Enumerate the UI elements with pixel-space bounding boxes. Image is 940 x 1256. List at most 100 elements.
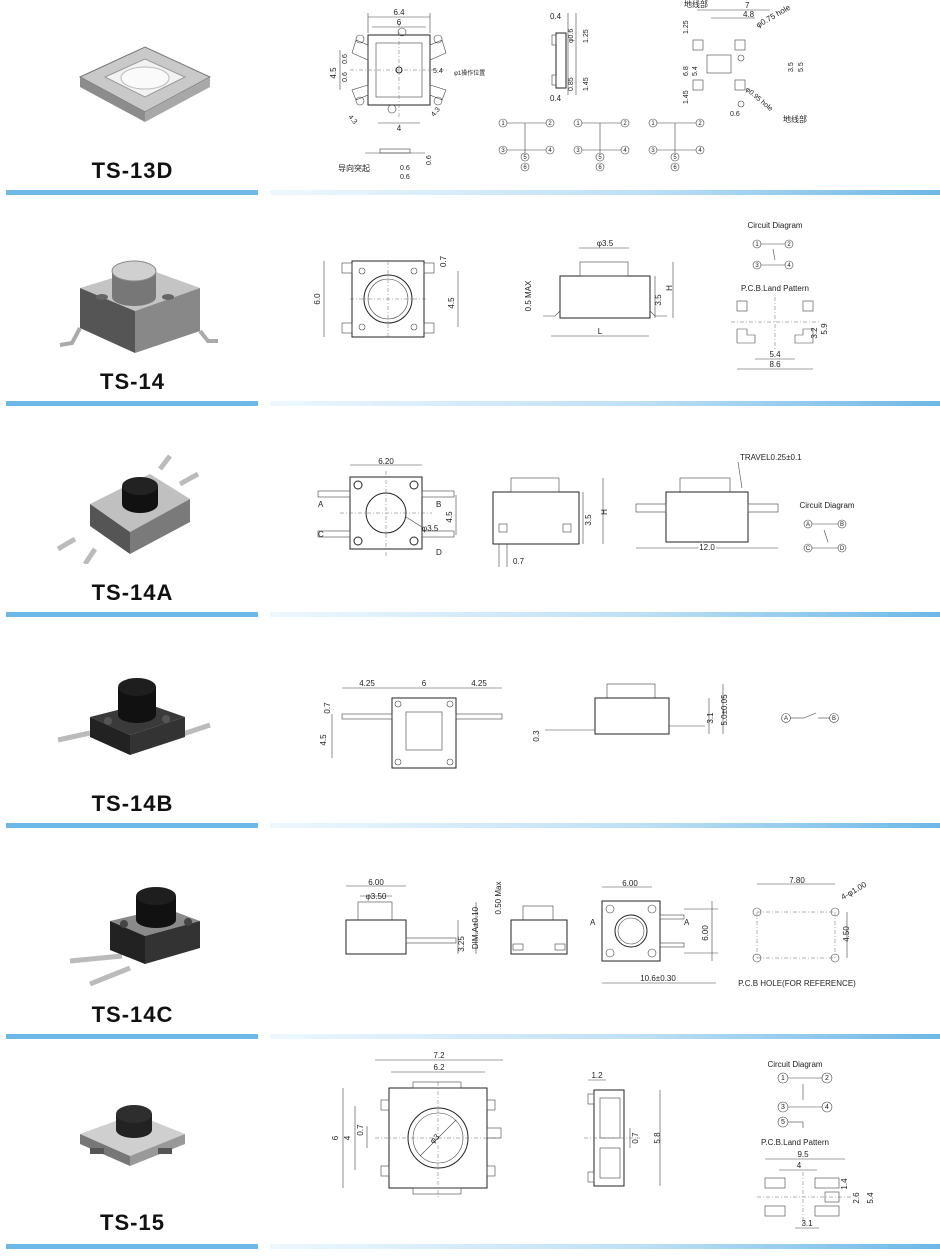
drawing-top-view: 6.4 6 4 4.5 0.6 0.6 5.4 φ1操作位置 4.3 4.3 导… bbox=[329, 8, 485, 181]
dim-label: 4.5 bbox=[447, 297, 456, 309]
dim-label: φ3.5 bbox=[422, 524, 439, 533]
pin-label: C bbox=[806, 546, 811, 552]
divider-left bbox=[6, 190, 258, 195]
drawing-top-view: 7.2 6.2 φ3 6 4 0.7 bbox=[331, 1051, 503, 1198]
product-row-ts14c: TS-14C 6.00 φ3.50 3.25 DIM.A±0.10 0.50 M… bbox=[0, 844, 940, 1054]
drawing-top-view: 4.25 6 4.25 0.7 4.5 bbox=[319, 679, 503, 769]
drawing-top-view: 6.0 0.7 4.5 bbox=[313, 255, 459, 338]
dim-label: 6.00 bbox=[622, 879, 638, 888]
dim-label: 0.6 bbox=[426, 155, 433, 165]
dim-label: 0.6 bbox=[400, 174, 410, 181]
divider-right bbox=[270, 823, 940, 828]
dim-label: 0.6 bbox=[730, 111, 740, 118]
switch-photo-ts14 bbox=[59, 260, 218, 353]
model-name: TS-13D bbox=[91, 158, 174, 183]
note-label: 地线部 bbox=[783, 114, 807, 124]
pin-label: 6 bbox=[523, 165, 527, 171]
dim-label: 4.5 bbox=[319, 734, 328, 746]
dim-label: 4.8 bbox=[743, 10, 755, 19]
drawing-side-view-a: 6.00 φ3.50 3.25 DIM.A±0.10 bbox=[345, 878, 480, 955]
dim-label: 6 bbox=[331, 1135, 340, 1140]
dim-label: φ3.5 bbox=[597, 239, 614, 248]
note-label: φ0.95 hole bbox=[744, 86, 774, 113]
dim-label: 6.4 bbox=[393, 8, 405, 17]
section-title: P.C.B HOLE(FOR REFERENCE) bbox=[738, 979, 856, 988]
dim-label: 3.1 bbox=[801, 1219, 813, 1228]
model-name: TS-14 bbox=[100, 369, 165, 394]
pin-label: 2 bbox=[698, 121, 702, 127]
pin-label: B bbox=[840, 522, 844, 528]
section-title: P.C.B.Land Pattern bbox=[761, 1138, 829, 1147]
dim-label: 4.25 bbox=[471, 679, 487, 688]
dim-label: 5.4 bbox=[769, 350, 781, 359]
pin-label: 5 bbox=[673, 155, 677, 161]
dim-label: φ3 bbox=[428, 1132, 442, 1146]
divider-left bbox=[6, 823, 258, 828]
drawing-side-view-b: 0.50 Max bbox=[494, 882, 568, 955]
divider-left bbox=[6, 1034, 258, 1039]
dim-label: 7 bbox=[745, 1, 750, 10]
pin-label: 6 bbox=[673, 165, 677, 171]
dim-label: 3.5 bbox=[788, 62, 795, 72]
drawing-circuit: Circuit Diagram A B C D bbox=[799, 501, 855, 553]
dim-label: 3.1 bbox=[706, 712, 715, 724]
dim-label: 4.3 bbox=[430, 106, 442, 118]
dim-label: 5.4 bbox=[866, 1192, 875, 1204]
dim-label: H bbox=[600, 509, 609, 515]
drawing-land-pattern: 地线部 7 4.8 φ0.75 hole 1.25 6.8 5.4 1.45 3… bbox=[683, 0, 807, 124]
drawing-side-view: 0.4 0.4 φ0.6 1.25 0.85 1.45 bbox=[550, 12, 590, 103]
dim-label: 5.8 bbox=[653, 1132, 662, 1144]
pin-label: D bbox=[436, 548, 442, 557]
switch-photo-ts14c bbox=[69, 887, 200, 986]
dim-label: 0.7 bbox=[356, 1124, 365, 1136]
drawing-circuit-pcb: Circuit Diagram 1 2 3 4 P.C.B.Land Patte… bbox=[731, 221, 829, 370]
switch-photo-ts14a bbox=[56, 454, 200, 564]
note-label: 地线部 bbox=[684, 0, 708, 9]
divider-right bbox=[270, 612, 940, 617]
note-label: φ1操作位置 bbox=[454, 69, 485, 77]
dim-label: 3.5 bbox=[584, 514, 593, 526]
dim-label: 0.5 MAX bbox=[524, 280, 533, 311]
divider-right bbox=[270, 1244, 940, 1249]
section-label: A bbox=[684, 918, 690, 927]
drawing-travel-view: TRAVEL0.25±0.1 12.0 12.0 bbox=[635, 453, 802, 554]
switch-photo-ts14b bbox=[57, 678, 211, 755]
dim-label: 5.4 bbox=[433, 68, 443, 75]
switch-photo-ts15 bbox=[80, 1105, 185, 1166]
dim-label: 4.25 bbox=[359, 679, 375, 688]
product-row-ts14b: TS-14B 4.25 6 4.25 0.7 4.5 0.3 3.1 5.0±0… bbox=[0, 633, 940, 843]
pin-label: 2 bbox=[623, 121, 627, 127]
pin-label: 3 bbox=[501, 148, 505, 154]
pin-label: 1 bbox=[781, 1075, 785, 1082]
dim-label: 0.4 bbox=[550, 12, 562, 21]
dim-label: φ0.6 bbox=[568, 29, 575, 43]
model-name: TS-14B bbox=[91, 791, 174, 816]
dim-label: 0.7 bbox=[323, 702, 332, 714]
dim-label: 6.8 bbox=[683, 66, 690, 76]
drawing-side-view: φ3.5 0.5 MAX 3.5 H L bbox=[524, 239, 674, 337]
drawing-circuit: A B bbox=[781, 712, 839, 723]
dim-label: 12.0 bbox=[699, 543, 715, 552]
dim-label: 4 bbox=[343, 1135, 352, 1140]
dim-label: 4.5 bbox=[445, 511, 454, 523]
pin-label: A bbox=[806, 522, 810, 528]
circuit-2: 1 2 3 4 5 6 bbox=[573, 118, 630, 172]
drawing-side-view: 3.5 H 0.7 bbox=[492, 477, 609, 567]
pin-label: A bbox=[784, 716, 788, 722]
drawing-circuits: 1 2 3 4 5 6 1 2 3 4 5 6 1 2 3 4 5 6 bbox=[498, 118, 705, 172]
note-label: 导向突起 bbox=[338, 163, 370, 173]
drawing-top-view: 6.00 6.00 A A 10.6±0.30 bbox=[590, 879, 718, 984]
pin-label: 5 bbox=[523, 155, 527, 161]
pin-label: 1 bbox=[576, 121, 580, 127]
product-row-ts14: TS-14 6.0 0.7 4.5 φ3.5 0.5 MAX 3.5 H L C… bbox=[0, 211, 940, 421]
dim-label: 0.85 bbox=[568, 77, 575, 91]
pin-label: 2 bbox=[548, 121, 552, 127]
product-row-ts13d: TS-13D 6.4 6 4 4.5 0.6 0.6 5.4 φ1操作位置 4.… bbox=[0, 0, 940, 210]
dim-label: 0.4 bbox=[550, 94, 562, 103]
pin-label: 3 bbox=[651, 148, 655, 154]
divider-right bbox=[270, 1034, 940, 1039]
dim-label: 9.5 bbox=[797, 1150, 809, 1159]
dim-label: 5.4 bbox=[692, 66, 699, 76]
switch-photo-ts13d bbox=[78, 46, 212, 122]
note-label: φ0.75 hole bbox=[755, 3, 793, 30]
